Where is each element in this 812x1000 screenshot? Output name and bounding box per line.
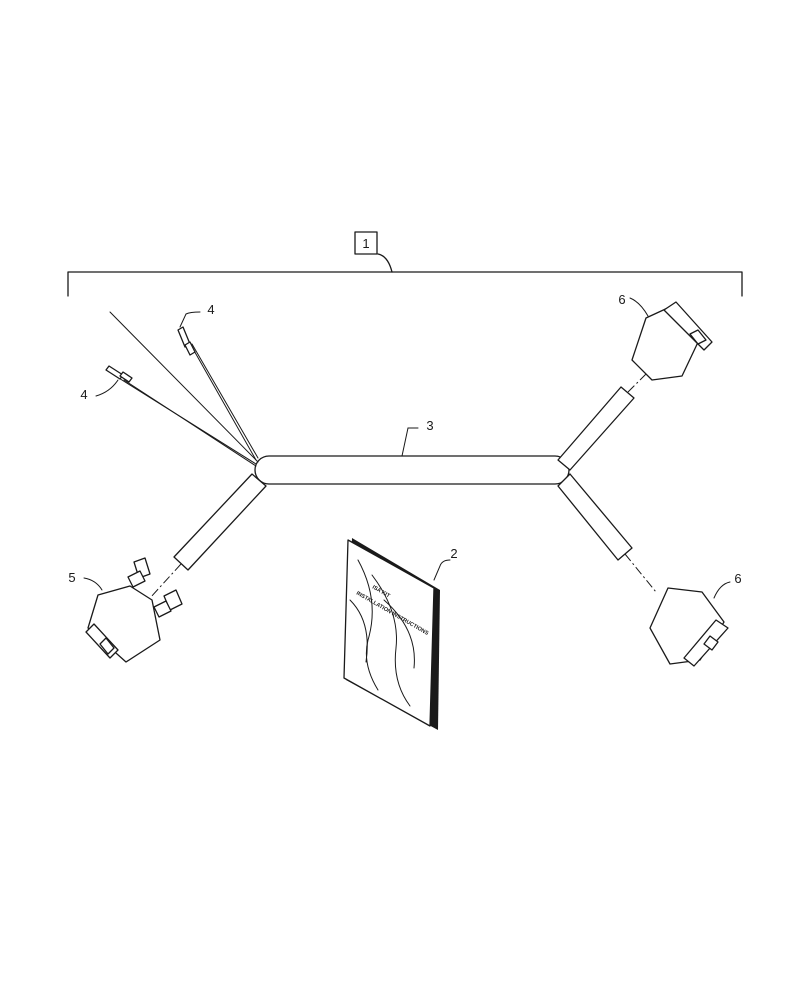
assembly-bracket: 1	[67, 231, 743, 297]
branch-right-lower	[557, 473, 657, 593]
callout-4-upper: 4	[207, 302, 214, 317]
callout-2: 2	[450, 546, 457, 561]
connector-left: 5	[68, 557, 183, 663]
connector-right-bottom: 6	[649, 571, 742, 667]
wire-leads	[109, 311, 259, 467]
callout-5: 5	[68, 570, 75, 585]
branch-left-lower	[149, 473, 267, 599]
callout-6-bottom: 6	[734, 571, 741, 586]
callout-1: 1	[362, 236, 369, 251]
connector-right-top: 6	[618, 292, 713, 381]
installation-manual: ISA KIT INSTALLATION INSTRUCTIONS 2	[343, 538, 458, 730]
callout-6-top: 6	[618, 292, 625, 307]
terminal-upper: 4	[177, 302, 215, 356]
harness-trunk: 3	[254, 418, 570, 485]
terminal-lower: 4	[80, 365, 133, 402]
callout-4-lower: 4	[80, 387, 87, 402]
callout-3: 3	[426, 418, 433, 433]
branch-right-upper	[557, 371, 649, 471]
